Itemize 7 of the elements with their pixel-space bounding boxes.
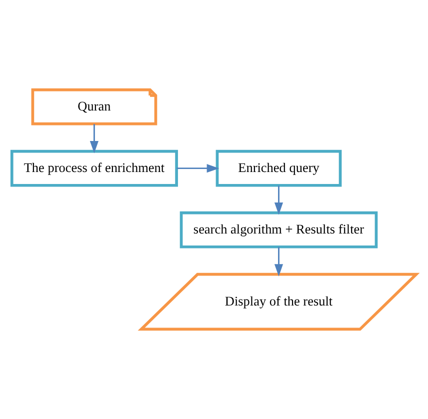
node-box: search algorithm + Results filter — [180, 211, 378, 248]
node-box: Enriched query — [216, 150, 342, 187]
arrow — [274, 247, 284, 276]
arrow — [274, 186, 284, 215]
node-box: The process of enrichment — [10, 150, 178, 187]
arrow — [176, 164, 220, 173]
arrow — [90, 124, 99, 154]
